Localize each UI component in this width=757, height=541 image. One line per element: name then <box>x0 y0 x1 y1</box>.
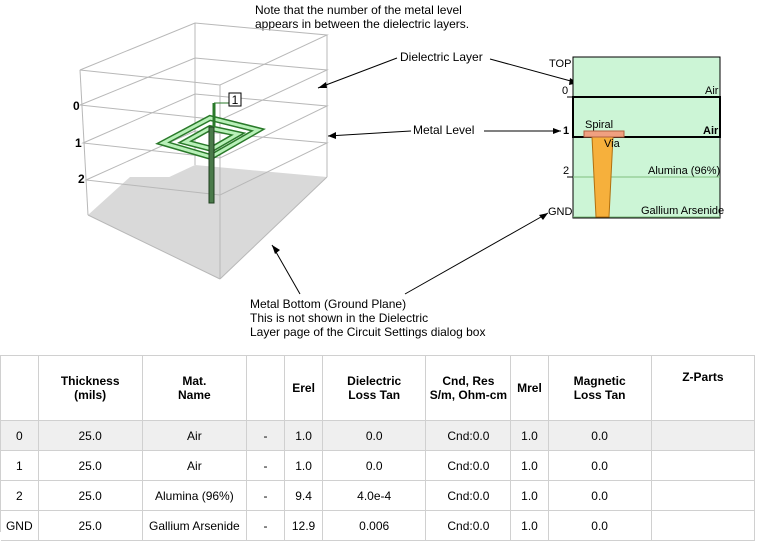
cell-dielectric-loss[interactable]: 0.0 <box>322 420 427 451</box>
cell-magnetic-loss[interactable]: 0.0 <box>548 450 652 481</box>
stack-spiral-label: Spiral <box>585 119 614 131</box>
header-level <box>1 356 39 421</box>
cell-level[interactable]: 0 <box>1 420 39 451</box>
table-row[interactable]: 2 25.0 Alumina (96%) - 9.4 4.0e-4 Cnd:0.… <box>1 480 756 511</box>
stack-layer-alumina: Alumina (96%) <box>648 165 721 177</box>
table-header-row: Thickness(mils) Mat.Name Erel Dielectric… <box>1 356 756 421</box>
cell-erel[interactable]: 9.4 <box>284 480 324 511</box>
callout-bottom-line-3: Layer page of the Circuit Settings dialo… <box>250 325 486 339</box>
cell-dash[interactable]: - <box>246 450 286 481</box>
note-text: Note that the number of the metal level … <box>255 3 469 31</box>
cell-dash[interactable]: - <box>246 510 286 541</box>
cell-z-parts[interactable] <box>651 480 756 511</box>
cell-level[interactable]: GND <box>1 510 39 541</box>
header-z-parts: Z-Parts <box>651 356 756 421</box>
cell-cnd-res[interactable]: Cnd:0.0 <box>425 510 512 541</box>
cell-mrel[interactable]: 1.0 <box>510 510 549 541</box>
dielectric-table: Thickness(mils) Mat.Name Erel Dielectric… <box>1 356 756 541</box>
note-line-2: appears in between the dielectric layers… <box>255 17 470 31</box>
cell-erel[interactable]: 1.0 <box>284 420 324 451</box>
callout-metal-bottom: Metal Bottom (Ground Plane) This is not … <box>250 297 485 339</box>
stack-level-2: 2 <box>563 165 570 177</box>
note-line-1: Note that the number of the metal level <box>255 3 462 17</box>
stack-layer-air-0: Air <box>705 85 719 97</box>
stack-level-0: 0 <box>562 85 569 97</box>
cell-z-parts[interactable] <box>651 420 756 451</box>
cell-cnd-res[interactable]: Cnd:0.0 <box>425 450 512 481</box>
cell-thickness[interactable]: 25.0 <box>38 510 143 541</box>
cell-z-parts[interactable] <box>651 510 756 541</box>
cell-erel[interactable]: 12.9 <box>284 510 324 541</box>
stack-layer-air-1: Air <box>703 125 719 137</box>
cell-thickness[interactable]: 25.0 <box>38 480 143 511</box>
cell-material[interactable]: Air <box>142 420 247 451</box>
header-material: Mat.Name <box>142 356 247 421</box>
cell-cnd-res[interactable]: Cnd:0.0 <box>425 420 512 451</box>
cell-erel[interactable]: 1.0 <box>284 450 324 481</box>
port-box <box>228 92 242 107</box>
stack-via-label: Via <box>604 138 620 150</box>
cell-magnetic-loss[interactable]: 0.0 <box>548 480 652 511</box>
cell-material[interactable]: Gallium Arsenide <box>142 510 247 541</box>
cell-mrel[interactable]: 1.0 <box>510 450 549 481</box>
stack-level-1: 1 <box>563 125 570 137</box>
spiral-inductor <box>155 114 266 161</box>
cell-dielectric-loss[interactable]: 4.0e-4 <box>322 480 427 511</box>
via-post <box>208 126 215 204</box>
stack-gnd-label: GND <box>548 206 573 218</box>
cell-thickness[interactable]: 25.0 <box>38 420 143 451</box>
cell-material[interactable]: Air <box>142 450 247 481</box>
cell-dielectric-loss[interactable]: 0.0 <box>322 450 427 481</box>
header-blank <box>246 356 286 421</box>
cell-mrel[interactable]: 1.0 <box>510 420 549 451</box>
callout-bottom-line-2: This is not shown in the Dielectric <box>250 311 429 325</box>
stack-layer-gaas: Gallium Arsenide <box>641 205 725 217</box>
cell-dash[interactable]: - <box>246 420 286 451</box>
cell-thickness[interactable]: 25.0 <box>38 450 143 481</box>
stack-top-label: TOP <box>549 58 572 70</box>
cell-z-parts[interactable] <box>651 450 756 481</box>
stackup-panel <box>572 56 721 219</box>
callout-bottom-line-1: Metal Bottom (Ground Plane) <box>250 297 407 311</box>
cube-level-0: 0 <box>73 99 80 113</box>
header-thickness: Thickness(mils) <box>38 356 143 421</box>
cube-level-2: 2 <box>78 172 85 186</box>
cell-magnetic-loss[interactable]: 0.0 <box>548 420 652 451</box>
ground-plane-face <box>88 165 327 279</box>
header-mrel: Mrel <box>510 356 549 421</box>
table-row[interactable]: 0 25.0 Air - 1.0 0.0 Cnd:0.0 1.0 0.0 <box>1 420 756 451</box>
table-row[interactable]: 1 25.0 Air - 1.0 0.0 Cnd:0.0 1.0 0.0 <box>1 450 756 481</box>
cell-mrel[interactable]: 1.0 <box>510 480 549 511</box>
callout-metal-level: Metal Level <box>413 123 475 137</box>
dielectric-layers-grid: Thickness(mils) Mat.Name Erel Dielectric… <box>0 355 756 541</box>
cell-dielectric-loss[interactable]: 0.006 <box>322 510 427 541</box>
header-erel: Erel <box>284 356 324 421</box>
stackup-diagram: 1 0 1 2 <box>73 22 721 295</box>
callout-dielectric-layer: Dielectric Layer <box>400 50 483 64</box>
cell-dash[interactable]: - <box>246 480 286 511</box>
cell-cnd-res[interactable]: Cnd:0.0 <box>425 480 512 511</box>
cube-level-1: 1 <box>75 136 82 150</box>
cell-level[interactable]: 1 <box>1 450 39 481</box>
cell-material[interactable]: Alumina (96%) <box>142 480 247 511</box>
table-row[interactable]: GND 25.0 Gallium Arsenide - 12.9 0.006 C… <box>1 510 756 541</box>
stack-spiral <box>583 130 625 138</box>
cell-magnetic-loss[interactable]: 0.0 <box>548 510 652 541</box>
cell-level[interactable]: 2 <box>1 480 39 511</box>
port-label: 1 <box>232 93 239 107</box>
